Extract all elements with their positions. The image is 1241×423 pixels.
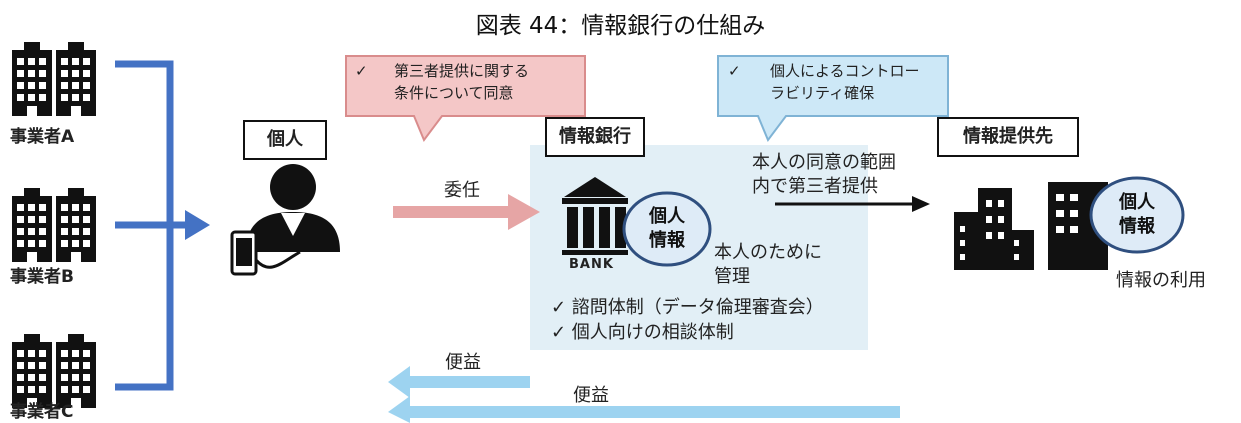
scope-label-line2: 内で第三者提供 bbox=[752, 176, 878, 197]
benefit-arrow-2 bbox=[388, 396, 900, 423]
right-callout-line2: ラビリティ確保 bbox=[770, 84, 875, 102]
left-callout-check: ✓ bbox=[355, 62, 368, 80]
recipient-buildings-icon bbox=[954, 182, 1108, 270]
recipient-info-oval bbox=[1089, 176, 1185, 254]
personal-info-oval bbox=[622, 191, 712, 267]
left-callout-line2: 条件について同意 bbox=[394, 84, 514, 102]
left-callout-line1: 第三者提供に関する bbox=[394, 62, 530, 80]
provision-arrow bbox=[775, 196, 930, 212]
use-of-info-label: 情報の利用 bbox=[1116, 270, 1206, 291]
individual-label: 個人 bbox=[243, 120, 327, 160]
bullet-advisory: ✓ 諮問体制（データ倫理審査会） bbox=[551, 297, 824, 318]
personal-info-line2: 情報 bbox=[649, 230, 685, 251]
company-a-label: 事業者A bbox=[10, 127, 75, 147]
bullet-consultation: ✓ 個人向けの相談体制 bbox=[551, 322, 734, 343]
companies-arrowhead bbox=[185, 210, 210, 240]
company-b-building-icon bbox=[12, 188, 96, 262]
personal-info-line1: 個人 bbox=[649, 206, 685, 227]
benefit-label-2: 便益 bbox=[573, 385, 609, 406]
person-with-phone-icon bbox=[230, 164, 340, 276]
figure-title: 図表 44：情報銀行の仕組み bbox=[475, 13, 766, 39]
info-recipient-label: 情報提供先 bbox=[937, 117, 1079, 157]
companies-bracket bbox=[115, 60, 185, 391]
left-callout-shape bbox=[345, 55, 586, 142]
recipient-info-line1: 個人 bbox=[1119, 192, 1155, 213]
delegation-label: 委任 bbox=[444, 180, 480, 201]
manage-label-line2: 管理 bbox=[714, 266, 750, 287]
company-c-label: 事業者C bbox=[10, 402, 74, 422]
right-callout-line1: 個人によるコントロー bbox=[770, 62, 920, 80]
benefit-arrow-1 bbox=[388, 366, 530, 398]
company-c-building-icon bbox=[12, 334, 96, 408]
company-b-label: 事業者B bbox=[10, 267, 74, 287]
bank-text: BANK bbox=[569, 257, 614, 272]
right-callout-check: ✓ bbox=[728, 62, 741, 80]
scope-label-line1: 本人の同意の範囲 bbox=[752, 152, 896, 173]
manage-label-line1: 本人のために bbox=[714, 242, 822, 263]
recipient-building-windows bbox=[960, 194, 1078, 260]
delegation-arrow bbox=[393, 194, 540, 230]
benefit-label-1: 便益 bbox=[445, 352, 481, 373]
info-bank-label: 情報銀行 bbox=[545, 117, 645, 157]
recipient-info-line2: 情報 bbox=[1119, 216, 1155, 237]
bank-icon bbox=[562, 177, 628, 255]
right-callout-shape bbox=[717, 55, 949, 142]
company-a-building-icon bbox=[12, 42, 96, 116]
